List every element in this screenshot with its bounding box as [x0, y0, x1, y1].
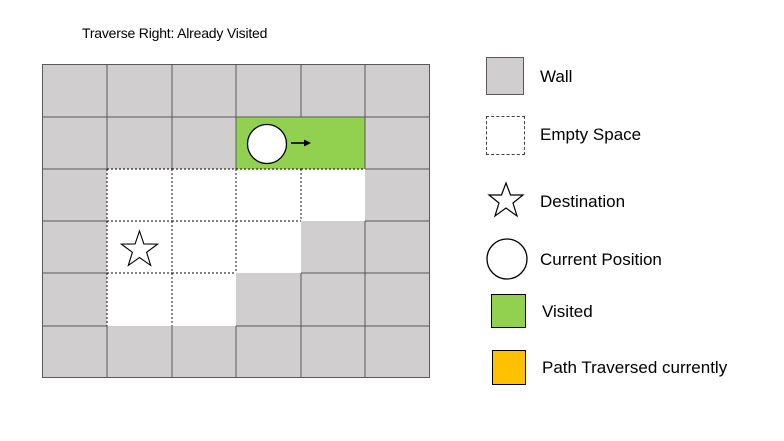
maze-cell-wall: [301, 273, 365, 326]
star-icon: [487, 181, 525, 218]
maze-cell-wall: [365, 169, 430, 221]
maze-cell-wall: [172, 326, 236, 378]
maze-cell-empty: [236, 221, 301, 273]
maze-cell-empty: [172, 221, 236, 273]
empty-swatch: [486, 116, 525, 155]
maze-cell-wall: [365, 326, 430, 378]
maze-cell-wall: [42, 221, 107, 273]
legend-label-destination: Destination: [540, 192, 626, 211]
circle-icon: [486, 238, 528, 280]
maze-cell-wall: [301, 326, 365, 378]
maze-border: [42, 64, 430, 378]
maze-cell-wall: [236, 326, 301, 378]
maze-cell-wall: [236, 64, 301, 117]
path-swatch: [492, 350, 526, 385]
legend-label-visited: Visited: [542, 302, 593, 321]
maze-cell-wall: [236, 273, 301, 326]
maze-cell-empty: [107, 273, 172, 326]
destination-star-icon: [119, 229, 160, 267]
maze-cell-wall: [107, 326, 172, 378]
diagram-title: Traverse Right: Already Visited: [82, 25, 268, 41]
maze-cell-wall: [42, 117, 107, 169]
maze-cell-wall: [107, 64, 172, 117]
maze-cell-wall: [172, 117, 236, 169]
maze-cell-wall: [365, 221, 430, 273]
maze-cell-empty: [172, 169, 236, 221]
legend-label-path: Path Traversed currently: [542, 358, 728, 377]
visited-swatch: [491, 294, 526, 328]
maze-cell-empty: [236, 169, 301, 221]
maze-cell-wall: [42, 64, 107, 117]
maze-cell-wall: [365, 117, 430, 169]
maze-cell-wall: [301, 64, 365, 117]
maze-grid: [42, 64, 430, 378]
maze-cell-wall: [42, 169, 107, 221]
maze-cell-empty: [172, 273, 236, 326]
maze-cell-empty: [107, 169, 172, 221]
maze-cell-wall: [365, 64, 430, 117]
maze-cell-empty: [301, 169, 365, 221]
legend-label-current: Current Position: [540, 250, 662, 269]
maze-cell-wall: [42, 326, 107, 378]
maze-cell-wall: [172, 64, 236, 117]
maze-cell-wall: [42, 273, 107, 326]
current-position-circle-icon: [246, 123, 288, 165]
legend-label-wall: Wall: [540, 67, 573, 86]
legend-label-empty: Empty Space: [540, 125, 642, 144]
maze-cell-visited: [301, 117, 365, 169]
maze-grid-svg: [42, 64, 430, 378]
maze-cell-wall: [365, 273, 430, 326]
wall-swatch: [486, 57, 524, 95]
maze-cell-wall: [107, 117, 172, 169]
arrow-right-icon: [304, 139, 311, 147]
maze-cell-wall: [301, 221, 365, 273]
